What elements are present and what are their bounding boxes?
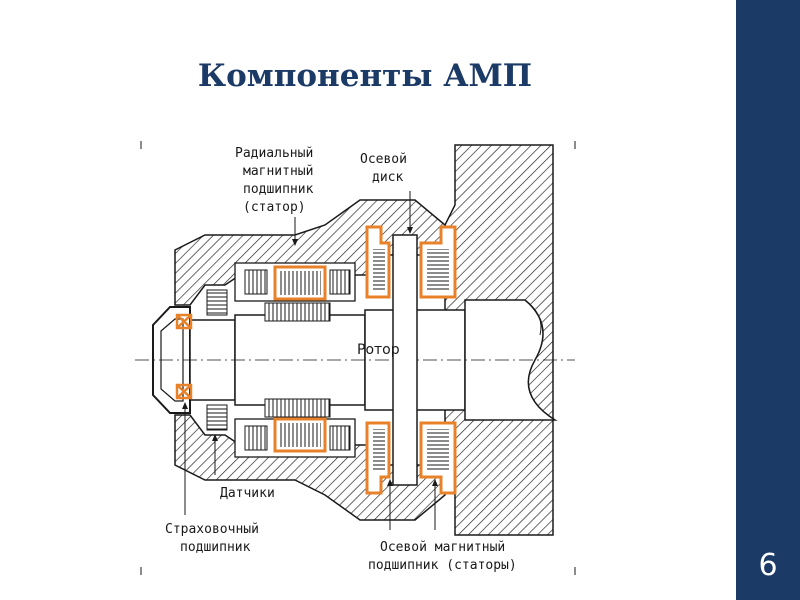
label-radial-bearing-4: (статор) (243, 200, 306, 215)
label-axial-disk-2: диск (372, 170, 403, 185)
label-rotor: Ротор (357, 342, 400, 358)
sensors (206, 289, 228, 431)
axial-disk (392, 234, 418, 486)
label-axial-disk-1: Осевой (360, 152, 407, 167)
label-sensors: Датчики (220, 486, 275, 501)
label-safety-bearing-2: подшипник (180, 540, 251, 555)
frame-ticks (140, 141, 576, 575)
page-number: 6 (758, 548, 778, 583)
rotor-shaft (135, 299, 575, 421)
label-radial-bearing-2: магнитный (243, 164, 313, 179)
label-axial-bearing-2: подшипник (статоры) (368, 558, 517, 573)
label-axial-bearing-1: Осевой магнитный (380, 540, 505, 555)
label-radial-bearing-3: подшипник (243, 182, 314, 197)
highlight-axial-stator (365, 225, 457, 495)
amb-diagram: Радиальный магнитный подшипник (статор) … (135, 135, 585, 575)
label-safety-bearing-1: Страховочный (165, 522, 259, 537)
highlight-safety-bearing (175, 313, 193, 400)
leader-lines (182, 191, 438, 530)
label-radial-bearing-1: Радиальный (235, 146, 313, 161)
side-bar (736, 0, 800, 600)
slide-title: Компоненты АМП (197, 58, 533, 94)
highlight-radial-stator (273, 265, 327, 453)
